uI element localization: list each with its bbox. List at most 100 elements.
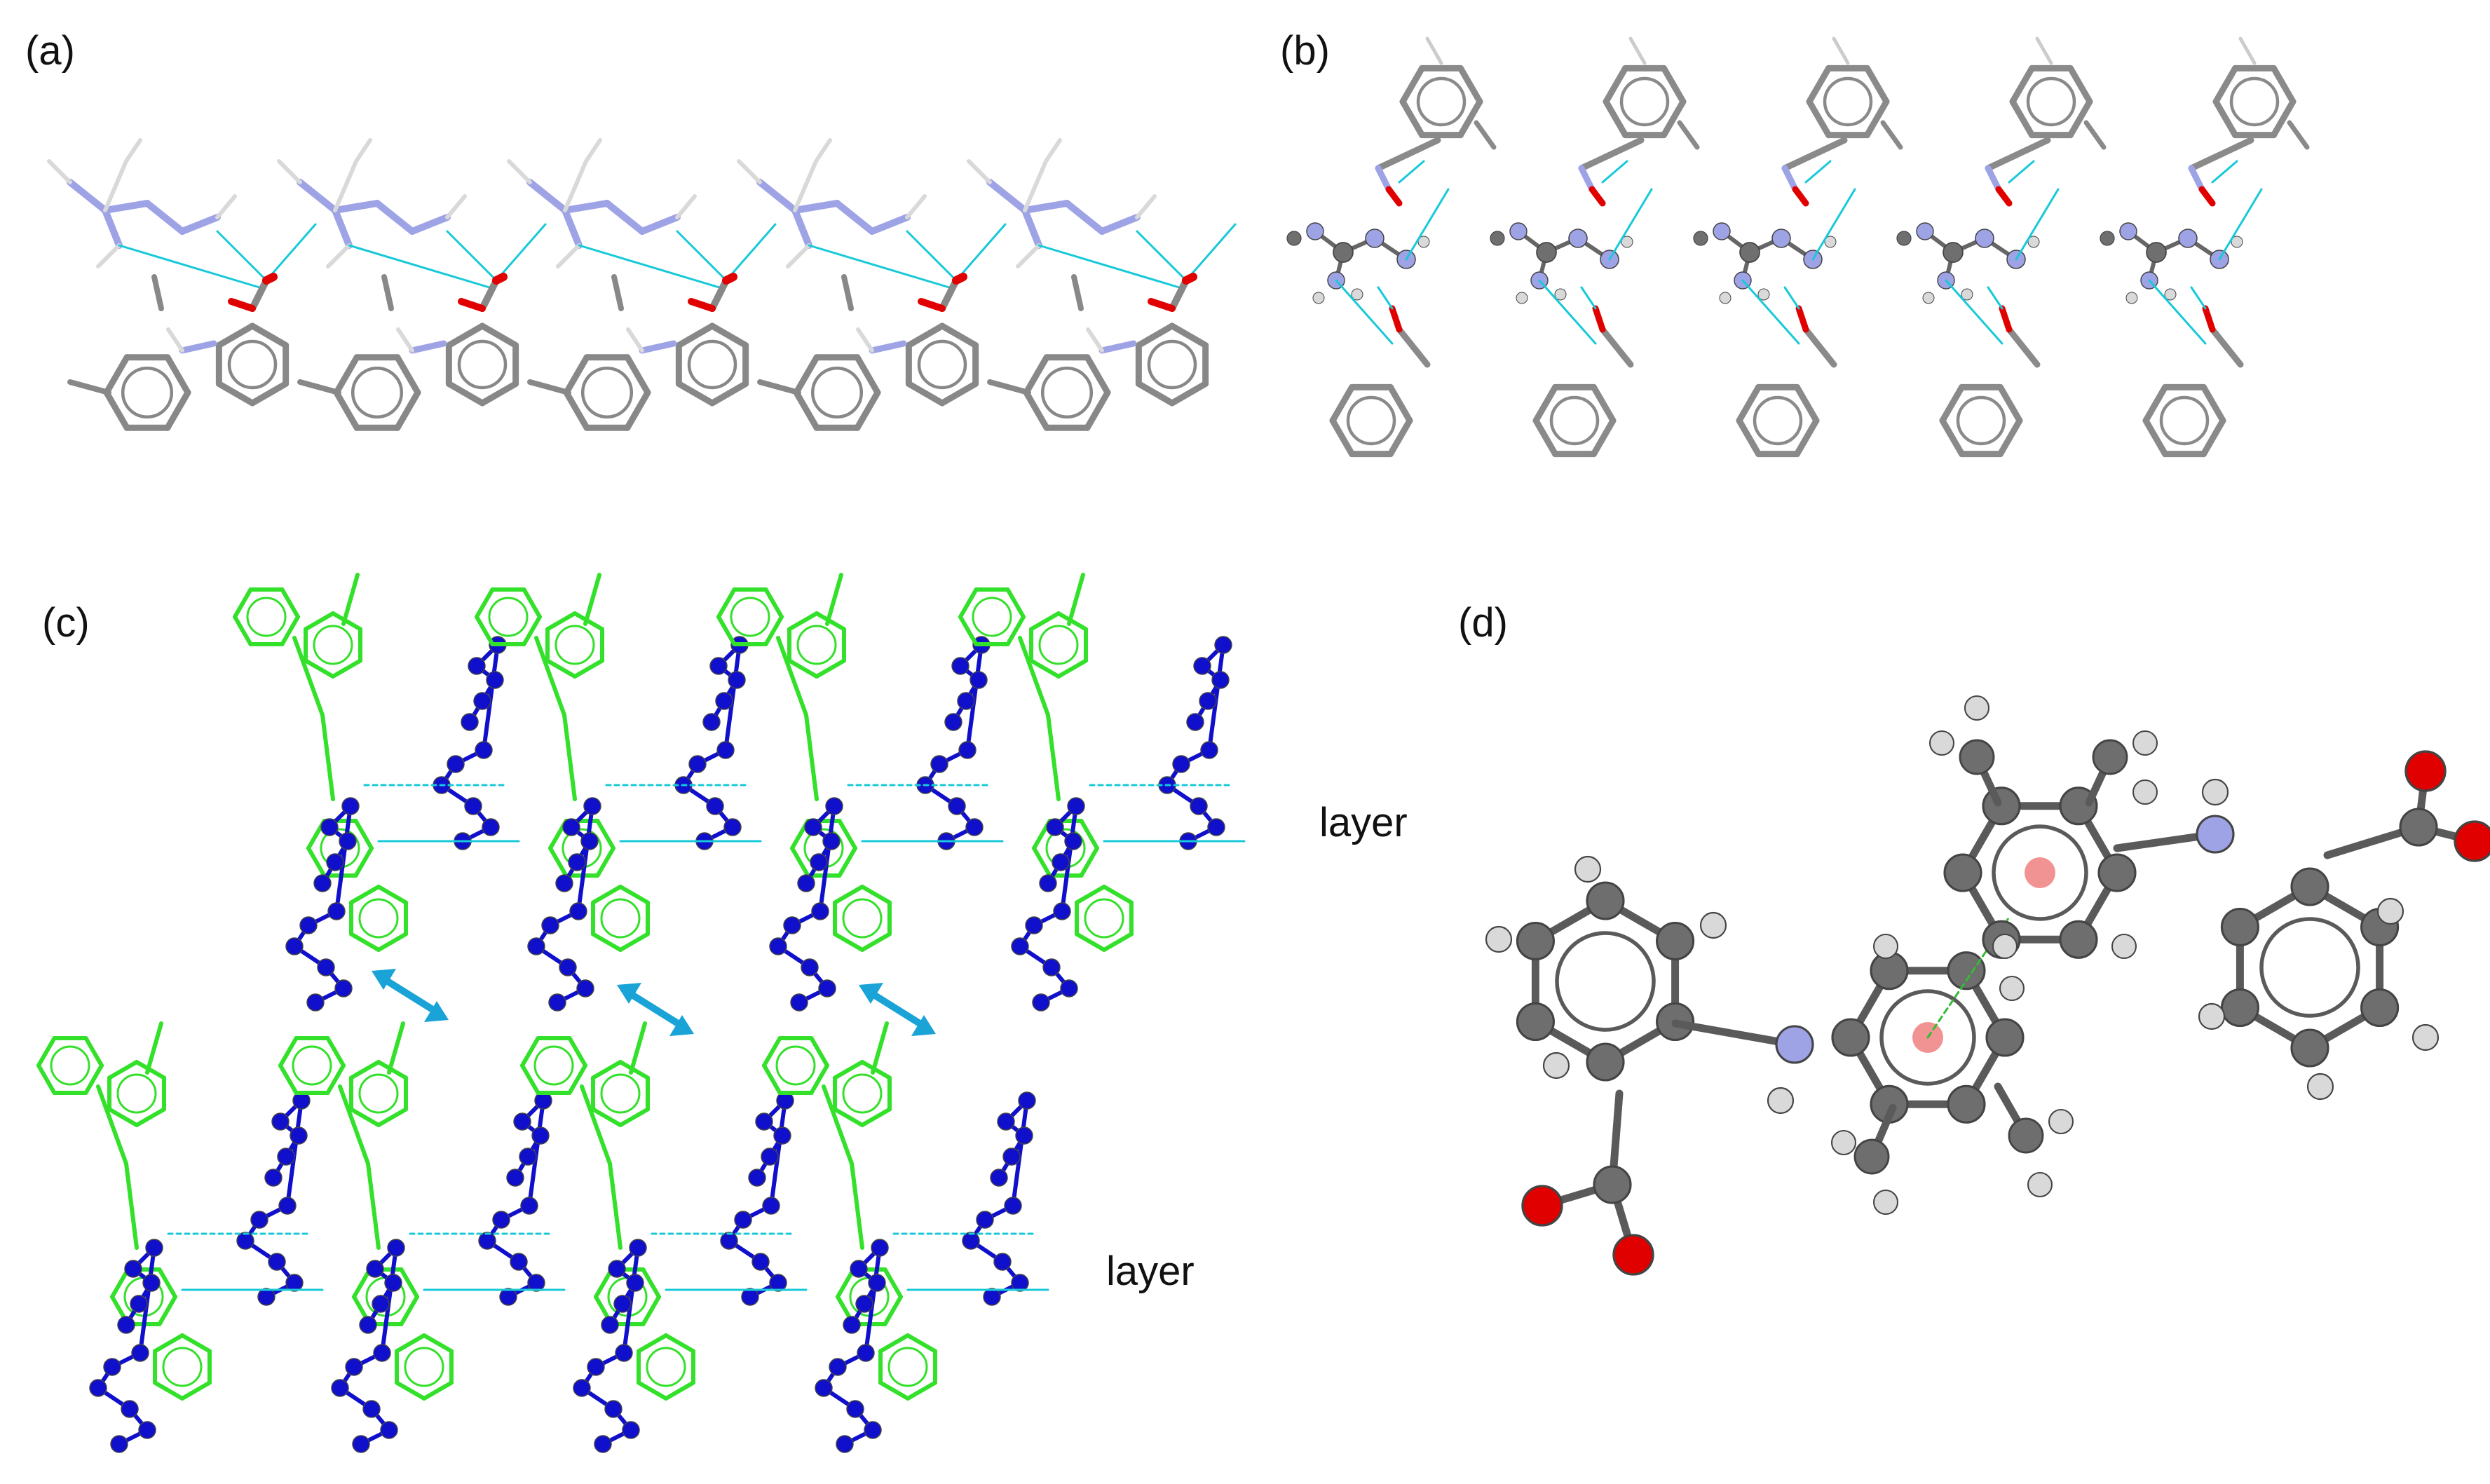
atom [1586, 1042, 1625, 1082]
bond [1023, 159, 1048, 212]
bond [479, 277, 500, 312]
bond [297, 379, 341, 395]
ring-bond [349, 1060, 381, 1080]
bond [1071, 274, 1084, 311]
hydrogen-bond [216, 230, 268, 282]
bond [608, 1162, 622, 1250]
bond [584, 138, 602, 163]
ring-bond [325, 1036, 346, 1068]
blue-atom [810, 853, 828, 871]
atom [1568, 229, 1588, 248]
blue-atom [285, 937, 304, 955]
blue-atom [957, 692, 975, 710]
ring-bond [157, 1267, 177, 1299]
hydrogen-bond [1580, 286, 1597, 310]
ring-bond [809, 1036, 829, 1068]
aromatic-circle [1753, 395, 1803, 446]
blue-atom [855, 1295, 873, 1313]
bond [409, 214, 451, 235]
aromatic-circle [646, 1347, 686, 1387]
bond [381, 274, 394, 311]
ring-bond [860, 1107, 892, 1127]
bond [285, 1098, 304, 1208]
ring-bond [675, 381, 716, 407]
bond [793, 159, 818, 212]
ring-bond [2271, 64, 2297, 105]
ring-bond [1102, 932, 1134, 952]
ring-bond [883, 1295, 903, 1326]
atom [1485, 925, 1513, 953]
blue-atom [569, 902, 587, 920]
panel-b-label: (b) [1280, 28, 1330, 74]
blue-atom [236, 1232, 254, 1250]
blue-atom [372, 1295, 390, 1313]
bond [341, 573, 360, 626]
atom [1516, 1002, 1555, 1042]
hydrogen-bonded-chain-b [1286, 36, 2310, 458]
blue-atom [131, 1344, 149, 1362]
ring-bond [2067, 98, 2093, 139]
ring-bond [180, 1333, 212, 1354]
atom [1699, 911, 1727, 939]
bond [1628, 36, 1647, 65]
ring-bond [591, 1107, 622, 1127]
blue-atom [1211, 671, 1230, 689]
aromatic-circle [1555, 931, 1656, 1032]
bond [1135, 194, 1157, 219]
ring-bond [349, 1107, 381, 1127]
blue-atom [843, 1316, 861, 1334]
bond [723, 643, 742, 752]
blue-atom [580, 832, 599, 850]
blue-atom [271, 1112, 290, 1131]
ring-bond [664, 1380, 695, 1401]
aromatic-circle [730, 597, 770, 637]
bond [277, 159, 302, 184]
blue-atom [362, 1400, 381, 1418]
bond [869, 214, 911, 235]
atom [1896, 231, 1912, 246]
aromatic-circle [358, 1073, 399, 1114]
bond [1999, 305, 2013, 333]
ring-bond [793, 354, 820, 396]
blue-atom [769, 1274, 787, 1292]
hydrogen-bond [1601, 160, 1628, 184]
bond [2209, 326, 2244, 368]
ring-bond [905, 322, 946, 348]
blue-atom [1018, 1091, 1036, 1110]
bond [1021, 200, 1070, 214]
bond [1985, 137, 2051, 172]
hydrogen-bond [1038, 244, 1181, 289]
bond [1098, 214, 1141, 235]
ring-bond [548, 846, 569, 878]
panel-a: (a) [0, 0, 1245, 505]
ring-bond [135, 1107, 166, 1127]
blue-atom [720, 1232, 738, 1250]
atom [1516, 921, 1555, 961]
bond [445, 194, 467, 219]
atom [1928, 730, 1955, 756]
ring-bond [1736, 383, 1762, 424]
atom [2132, 779, 2158, 805]
atom [2306, 1073, 2334, 1101]
aromatic-circle [1992, 824, 2088, 921]
ring-bond [1806, 64, 1832, 105]
bond [527, 1098, 545, 1208]
blue-atom [559, 958, 577, 976]
ring-bond [180, 1380, 212, 1401]
aromatic-circle [227, 339, 278, 390]
blue-atom [728, 671, 746, 689]
bond [1578, 137, 1645, 172]
bond [297, 179, 339, 214]
bond [366, 1162, 381, 1250]
aromatic-circle [1040, 366, 1094, 419]
aromatic-circle [1823, 76, 1873, 127]
ring-bond [709, 381, 749, 407]
aromatic-circle [2026, 76, 2076, 127]
bond [639, 340, 677, 354]
ring-bond [249, 381, 290, 407]
bond [822, 1084, 854, 1166]
ring-bond [591, 1060, 622, 1080]
atom [2048, 1108, 2074, 1135]
atom [2027, 236, 2040, 248]
ring-bond [422, 1333, 454, 1354]
